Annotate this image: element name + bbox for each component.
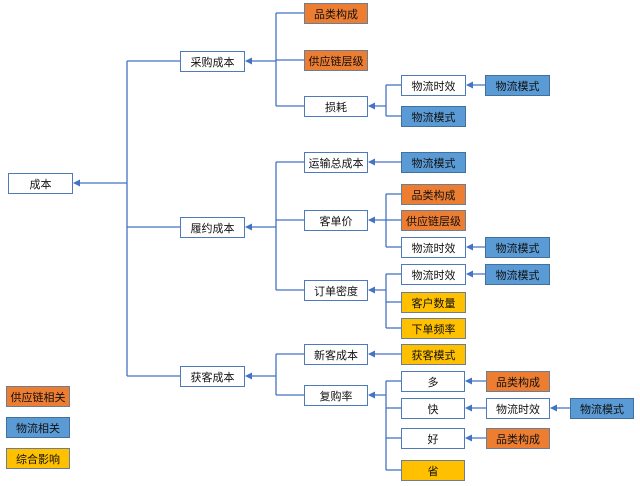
node-logistics-mode: 物流模式 bbox=[401, 106, 466, 127]
node-fulfillment-cost: 履约成本 bbox=[180, 217, 245, 238]
node-fast: 快 bbox=[401, 398, 465, 419]
node-order-density: 订单密度 bbox=[304, 280, 368, 301]
node-supply-chain-level: 供应链层级 bbox=[304, 50, 368, 71]
node-cost: 成本 bbox=[8, 173, 73, 194]
node-supply-chain-level: 供应链层级 bbox=[401, 210, 466, 231]
node-procurement-cost: 采购成本 bbox=[180, 51, 245, 72]
node-acquisition-cost: 获客成本 bbox=[180, 366, 245, 387]
node-category-mix: 品类构成 bbox=[401, 184, 466, 205]
node-logistics-timeliness: 物流时效 bbox=[486, 398, 550, 419]
node-save: 省 bbox=[401, 460, 465, 481]
node-logistics-mode: 物流模式 bbox=[570, 398, 634, 419]
node-logistics-timeliness: 物流时效 bbox=[401, 237, 466, 258]
node-category-mix: 品类构成 bbox=[486, 428, 550, 449]
legend-combined-impact: 综合影响 bbox=[6, 448, 70, 469]
node-logistics-timeliness: 物流时效 bbox=[401, 264, 466, 285]
node-new-customer-cost: 新客成本 bbox=[304, 344, 368, 365]
node-logistics-mode: 物流模式 bbox=[485, 237, 550, 258]
node-loss: 损耗 bbox=[304, 96, 368, 117]
node-repurchase-rate: 复购率 bbox=[304, 385, 368, 406]
node-category-mix: 品类构成 bbox=[304, 3, 368, 24]
node-total-transport-cost: 运输总成本 bbox=[304, 152, 368, 173]
node-good: 好 bbox=[401, 428, 465, 449]
node-order-frequency: 下单频率 bbox=[401, 318, 466, 339]
legend-supply-chain: 供应链相关 bbox=[6, 386, 70, 407]
node-customer-count: 客户数量 bbox=[401, 292, 466, 313]
node-acquisition-mode: 获客模式 bbox=[401, 344, 466, 365]
node-more: 多 bbox=[401, 371, 465, 392]
node-logistics-mode: 物流模式 bbox=[401, 152, 466, 173]
node-order-value: 客单价 bbox=[304, 210, 368, 231]
legend-logistics: 物流相关 bbox=[6, 417, 70, 438]
node-logistics-mode: 物流模式 bbox=[485, 75, 550, 96]
node-logistics-mode: 物流模式 bbox=[485, 264, 550, 285]
node-logistics-timeliness: 物流时效 bbox=[401, 75, 466, 96]
node-category-mix: 品类构成 bbox=[486, 371, 550, 392]
